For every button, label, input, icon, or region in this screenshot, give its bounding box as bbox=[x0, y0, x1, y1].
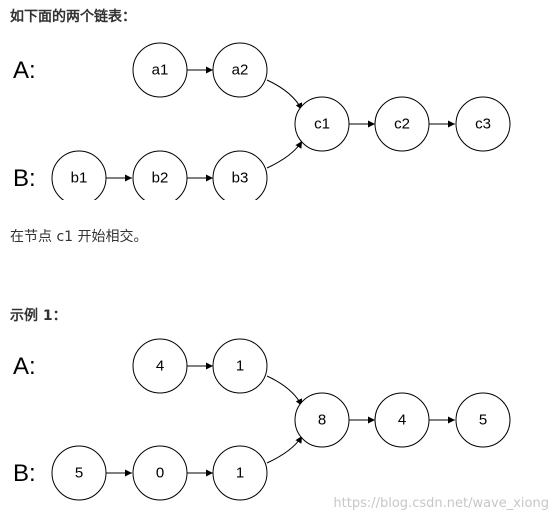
edge-a2-c1 bbox=[266, 79, 303, 111]
node-b3-label: 1 bbox=[236, 465, 244, 482]
node-a1-label: 4 bbox=[156, 358, 164, 375]
edge-b3-c1 bbox=[266, 140, 303, 169]
node-c2-label: c2 bbox=[394, 116, 410, 133]
list-b-label: B: bbox=[13, 165, 36, 192]
node-b3: b3 bbox=[212, 150, 268, 200]
node-a1-label: a1 bbox=[152, 62, 169, 79]
node-b2-label: b2 bbox=[152, 170, 169, 187]
node-c1-label: c1 bbox=[314, 116, 330, 133]
node-b2: 0 bbox=[132, 445, 188, 501]
node-c1: c1 bbox=[294, 96, 350, 152]
node-a2: 1 bbox=[212, 338, 268, 394]
node-b2: b2 bbox=[132, 150, 188, 200]
node-c1-label: 8 bbox=[318, 412, 326, 429]
node-c3-label: 5 bbox=[479, 412, 487, 429]
node-b2-label: 0 bbox=[156, 465, 164, 482]
node-a2-label: 1 bbox=[236, 358, 244, 375]
node-b1: b1 bbox=[51, 150, 107, 200]
node-c2: 4 bbox=[374, 392, 430, 448]
node-a1: a1 bbox=[132, 42, 188, 98]
node-c3: c3 bbox=[455, 96, 511, 152]
node-c3-label: c3 bbox=[475, 116, 491, 133]
linked-list-diagram-1: A: B: a1 a2 b1 b2 b3 c1 c2 c3 bbox=[13, 42, 511, 200]
node-c3: 5 bbox=[455, 392, 511, 448]
list-a-label: A: bbox=[13, 353, 36, 380]
intro-text: 如下面的两个链表： bbox=[10, 9, 136, 25]
node-b1-label: 5 bbox=[75, 465, 83, 482]
node-b1: 5 bbox=[51, 445, 107, 501]
node-c1: 8 bbox=[294, 392, 350, 448]
list-a-label: A: bbox=[13, 57, 36, 84]
node-a2-label: a2 bbox=[232, 62, 249, 79]
node-c2: c2 bbox=[374, 96, 430, 152]
edge-a2-c1 bbox=[266, 375, 303, 407]
list-b-label: B: bbox=[13, 460, 36, 487]
node-c2-label: 4 bbox=[398, 412, 406, 429]
edge-b3-c1 bbox=[266, 435, 303, 464]
intersection-note: 在节点 c1 开始相交。 bbox=[10, 229, 148, 245]
node-a2: a2 bbox=[212, 42, 268, 98]
linked-list-diagram-2: A: B: 4 1 5 0 1 8 4 5 bbox=[13, 338, 511, 501]
watermark: https://blog.csdn.net/wave_xiong bbox=[333, 496, 549, 511]
node-b3-label: b3 bbox=[232, 170, 249, 187]
example-title: 示例 1： bbox=[10, 308, 67, 324]
node-a1: 4 bbox=[132, 338, 188, 394]
node-b1-label: b1 bbox=[71, 170, 88, 187]
node-b3: 1 bbox=[212, 445, 268, 501]
